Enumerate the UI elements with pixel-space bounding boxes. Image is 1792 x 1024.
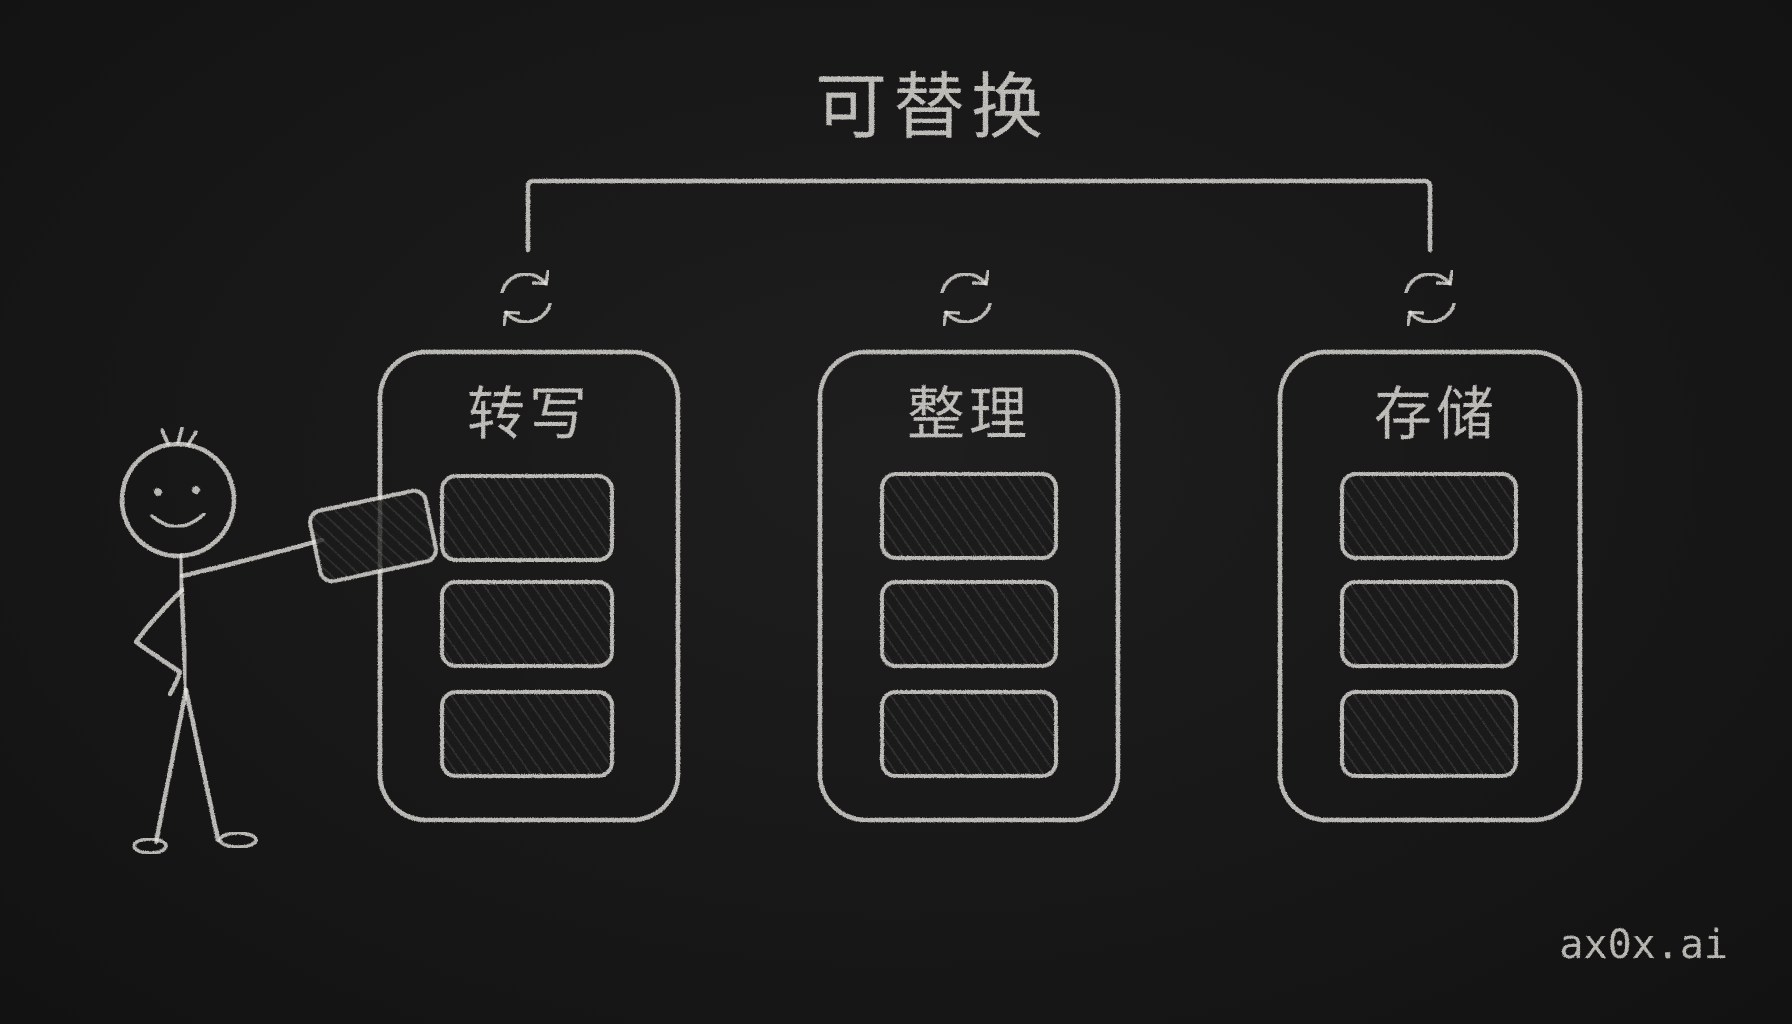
stage-label: 存储 xyxy=(1374,380,1498,448)
stage-slot xyxy=(880,690,1058,778)
replaceable-bracket xyxy=(525,163,1433,253)
diagram-title: 可替换 xyxy=(815,65,1049,149)
refresh-icon xyxy=(500,269,552,327)
stage-slot xyxy=(440,690,614,778)
stage-slot xyxy=(1340,472,1518,560)
held-card xyxy=(308,488,438,584)
stage-store: 存储 xyxy=(1277,349,1583,823)
stage-organize: 整理 xyxy=(817,349,1121,823)
stage-slot xyxy=(440,474,614,562)
stage-transcribe: 转写 xyxy=(377,349,681,823)
stage-slot xyxy=(880,580,1058,668)
stage-slot xyxy=(1340,580,1518,668)
stage-slot xyxy=(440,580,614,668)
stick-figure xyxy=(119,426,325,855)
refresh-icon xyxy=(1404,269,1456,327)
stage-slot xyxy=(880,472,1058,560)
stage-label: 转写 xyxy=(467,380,591,448)
watermark: ax0x.ai xyxy=(1559,922,1728,968)
stage-label: 整理 xyxy=(907,380,1031,448)
refresh-icon xyxy=(940,269,992,327)
stage-slot xyxy=(1340,690,1518,778)
